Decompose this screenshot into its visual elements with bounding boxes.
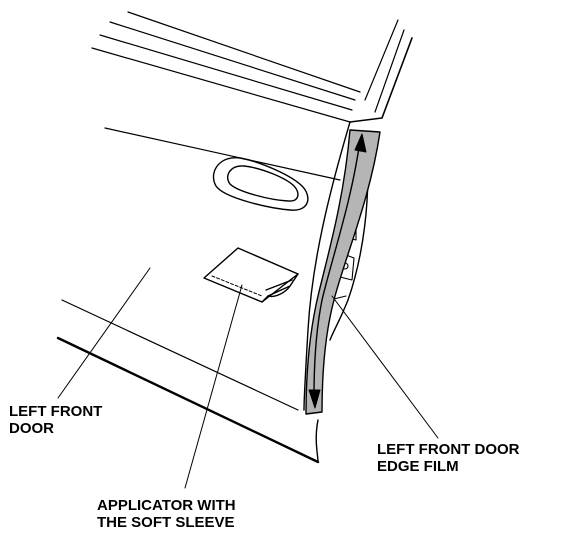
- film-direction-arrow: [313, 139, 361, 397]
- applicator: [203, 247, 299, 303]
- door-body-line: [104, 127, 341, 181]
- label-edge-film-line-2: EDGE FILM: [377, 458, 459, 475]
- leader-applicator: [184, 284, 243, 489]
- window-frame-lines: [91, 11, 413, 123]
- label-door-line-1: LEFT FRONT: [9, 403, 103, 420]
- film-arrow-head-top: [354, 133, 367, 153]
- label-applicator-line-2: THE SOFT SLEEVE: [97, 514, 235, 531]
- label-edge-film-line-1: LEFT FRONT DOOR: [377, 441, 520, 458]
- label-applicator-line-1: APPLICATOR WITH: [97, 497, 236, 514]
- door-handle: [212, 157, 309, 211]
- leader-edge-film: [331, 295, 439, 439]
- label-left-front-door: LEFT FRONT DOOR: [9, 403, 102, 437]
- film-arrow-head-bottom: [308, 389, 321, 409]
- leader-door: [57, 267, 151, 399]
- label-door-line-2: DOOR: [9, 420, 54, 437]
- door-bottom-edge: [56, 336, 320, 464]
- edge-film-strip: [305, 129, 381, 415]
- label-edge-film: LEFT FRONT DOOR EDGE FILM: [377, 441, 520, 475]
- door-lower-line: [61, 299, 299, 411]
- label-applicator: APPLICATOR WITH THE SOFT SLEEVE: [97, 497, 236, 531]
